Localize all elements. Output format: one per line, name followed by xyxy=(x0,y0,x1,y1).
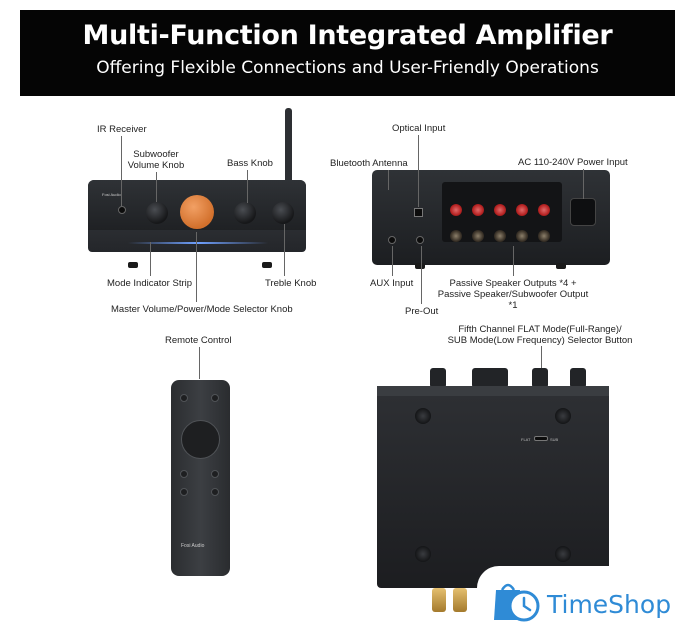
speaker-post-black xyxy=(494,230,506,242)
label-fifth-channel-switch: Fifth Channel FLAT Mode(Full-Range)/ SUB… xyxy=(447,324,633,346)
leader-line xyxy=(150,242,151,276)
rubber-foot xyxy=(555,408,571,424)
remote-dpad xyxy=(181,420,220,459)
speaker-post-red xyxy=(538,204,550,216)
remote-button xyxy=(180,488,188,496)
leader-line xyxy=(199,347,200,379)
remote-power-button xyxy=(180,394,188,402)
subwoofer-volume-knob xyxy=(146,202,168,224)
header-banner: Multi-Function Integrated Amplifier Offe… xyxy=(20,10,675,96)
foot xyxy=(128,262,138,268)
knob-top-view xyxy=(570,368,586,388)
watermark-text: TimeShop xyxy=(547,590,672,619)
leader-line xyxy=(513,246,514,276)
remote-brand-mark: Fosi Audio xyxy=(181,543,205,549)
treble-knob xyxy=(272,202,294,224)
rubber-foot xyxy=(555,546,571,562)
leader-line xyxy=(121,136,122,206)
foot xyxy=(556,263,566,269)
remote-button xyxy=(211,470,219,478)
fifth-channel-switch xyxy=(534,436,548,441)
label-bluetooth-antenna: Bluetooth Antenna xyxy=(330,158,408,169)
leader-line xyxy=(156,172,157,202)
speaker-post-red xyxy=(516,204,528,216)
knob-top-view xyxy=(472,368,508,388)
leader-line xyxy=(418,135,419,207)
label-aux-input: AUX Input xyxy=(370,278,414,289)
label-ac-power: AC 110-240V Power Input xyxy=(518,157,628,168)
gold-terminal xyxy=(432,588,446,612)
speaker-post-red xyxy=(494,204,506,216)
label-master-knob: Master Volume/Power/Mode Selector Knob xyxy=(111,304,293,315)
foot xyxy=(262,262,272,268)
amplifier-bottom-image xyxy=(377,386,609,588)
pre-out-jack xyxy=(416,236,424,244)
label-ir-receiver: IR Receiver xyxy=(97,124,147,135)
gold-terminal xyxy=(453,588,467,612)
rubber-foot xyxy=(415,546,431,562)
page-subtitle: Offering Flexible Connections and User-F… xyxy=(96,58,599,78)
aux-jack xyxy=(388,236,396,244)
bass-knob xyxy=(234,202,256,224)
master-volume-knob xyxy=(180,195,214,229)
front-brand-mark: Fosi Audio xyxy=(102,192,121,197)
remote-control-image: Fosi Audio xyxy=(171,380,230,576)
leader-line xyxy=(388,170,389,190)
speaker-post-black xyxy=(450,230,462,242)
label-remote-control: Remote Control xyxy=(165,335,232,346)
leader-line xyxy=(392,246,393,276)
rubber-foot xyxy=(415,408,431,424)
label-optical-input: Optical Input xyxy=(392,123,446,134)
shopping-bag-clock-icon xyxy=(494,583,540,622)
leader-line xyxy=(421,246,422,304)
bluetooth-antenna-image xyxy=(285,108,292,188)
page-title: Multi-Function Integrated Amplifier xyxy=(82,20,613,51)
remote-mute-button xyxy=(211,394,219,402)
label-subwoofer-knob: Subwoofer Volume Knob xyxy=(127,149,185,171)
label-mode-strip: Mode Indicator Strip xyxy=(107,278,193,289)
label-bass-knob: Bass Knob xyxy=(227,158,273,169)
speaker-post-black xyxy=(472,230,484,242)
remote-button xyxy=(180,470,188,478)
leader-line xyxy=(583,169,584,199)
speaker-post-red xyxy=(450,204,462,216)
ac-power-socket xyxy=(570,198,596,226)
speaker-post-red xyxy=(472,204,484,216)
ir-receiver-window xyxy=(118,206,126,214)
amplifier-front-image: Fosi Audio xyxy=(88,180,306,252)
foot xyxy=(415,263,425,269)
remote-button xyxy=(211,488,219,496)
bottom-edge xyxy=(377,386,609,396)
mode-indicator-strip xyxy=(128,242,268,244)
leader-line xyxy=(284,224,285,276)
label-speaker-outputs: Passive Speaker Outputs *4 + Passive Spe… xyxy=(437,278,589,311)
switch-flat-label: FLAT xyxy=(521,437,531,442)
speaker-post-black xyxy=(516,230,528,242)
speaker-post-black xyxy=(538,230,550,242)
optical-port xyxy=(414,208,423,217)
switch-sub-label: SUB xyxy=(550,437,559,442)
knob-top-view xyxy=(430,368,446,388)
label-pre-out: Pre-Out xyxy=(405,306,439,317)
knob-top-view xyxy=(532,368,548,388)
leader-line xyxy=(196,232,197,302)
leader-line xyxy=(247,170,248,203)
label-treble-knob: Treble Knob xyxy=(265,278,317,289)
